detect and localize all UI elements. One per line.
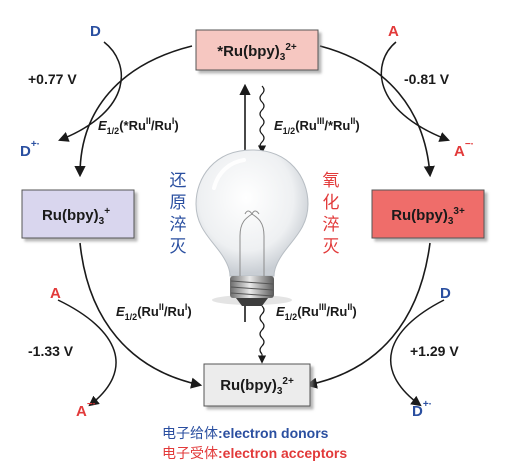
emission-wave-bottom: [259, 305, 265, 355]
half-potential-upper-center: E1/2(RuIII/*RuII): [274, 116, 360, 136]
acceptor-top: A: [388, 23, 399, 40]
donor-cation-left: D+·: [20, 139, 40, 160]
acceptor-anion-bottom: A−·: [76, 399, 96, 420]
donor-top: D: [90, 23, 101, 40]
excited-state-label: *Ru(bpy)32+: [217, 42, 297, 63]
cycle-arc-top-right: [319, 45, 435, 178]
emission-wave-top: [259, 85, 265, 151]
ground-state-box: [203, 363, 311, 407]
reduced-state-label: Ru(bpy)3+: [42, 206, 110, 227]
excited-state-box: [195, 29, 319, 71]
acceptor-reduction-arrow-bottom: [57, 299, 117, 407]
half-potential-upper-left: E1/2(*RuII/RuI): [98, 116, 179, 136]
half-potential-lower-left: E1/2(RuII/RuI): [116, 302, 192, 322]
light-bulb-icon: [195, 149, 309, 306]
donor-bottom: D: [440, 285, 451, 302]
ground-state-label: Ru(bpy)32+: [220, 376, 294, 397]
acceptor-anion-right: A−·: [454, 139, 474, 160]
potential-bottom-right: +1.29 V: [410, 343, 459, 359]
reduced-state-box: [21, 189, 135, 239]
oxidized-state-label: Ru(bpy)33+: [391, 206, 465, 227]
svg-text:淬: 淬: [170, 215, 187, 235]
acceptor-reduction-arrow-top: [380, 41, 450, 142]
potential-top-right: -0.81 V: [404, 71, 450, 87]
svg-text:氧: 氧: [323, 171, 340, 191]
svg-text:化: 化: [323, 193, 340, 213]
half-potential-lower-right: E1/2(RuIII/RuII): [276, 302, 357, 322]
svg-text:原: 原: [170, 193, 187, 213]
svg-text:淬: 淬: [323, 215, 340, 235]
svg-text:还: 还: [170, 171, 187, 191]
acceptor-bottom: A: [50, 285, 61, 302]
legend-acceptor: 电子受体:electron acceptors: [162, 445, 347, 462]
svg-text:灭: 灭: [323, 237, 340, 257]
cycle-arc-bottom-left: [79, 242, 203, 389]
cycle-arc-bottom-right: [305, 242, 431, 389]
donor-oxidation-arrow-bottom: [390, 299, 445, 407]
donor-oxidation-arrow-top: [58, 41, 123, 142]
cycle-arc-top-left: [74, 45, 193, 178]
oxidative-quench-label: 氧 化 淬 灭: [323, 171, 340, 257]
reductive-quench-label: 还 原 淬 灭: [170, 171, 187, 257]
oxidized-state-box: [371, 189, 485, 239]
potential-top-left: +0.77 V: [28, 71, 77, 87]
potential-bottom-left: -1.33 V: [28, 343, 74, 359]
legend-donor: 电子给体:electron donors: [162, 425, 329, 442]
svg-text:灭: 灭: [170, 237, 187, 257]
donor-cation-bottom: D+·: [412, 399, 432, 420]
